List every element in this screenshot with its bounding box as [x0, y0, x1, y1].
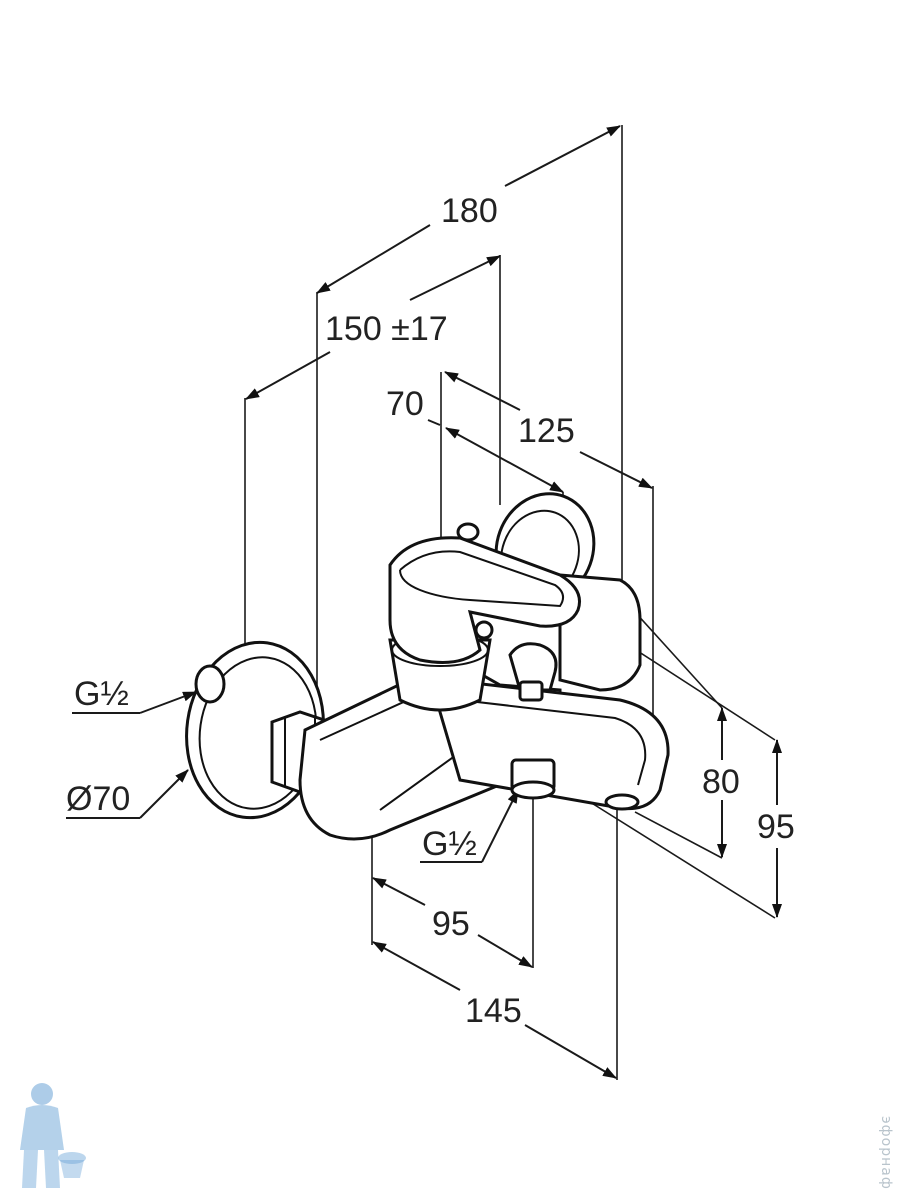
dim-180: 180: [441, 192, 498, 230]
dimension-lines: [245, 125, 782, 1079]
plumber-logo-icon: [20, 1083, 86, 1188]
diverter-knob: [508, 642, 558, 692]
callout-inlet-left: G½: [74, 675, 129, 713]
callout-outlet-bottom: G½: [422, 825, 477, 863]
dim-95-bottom: 95: [432, 905, 470, 943]
dim-145: 145: [465, 992, 522, 1030]
callout-rosette-diameter: Ø70: [66, 780, 130, 818]
dim-95-right: 95: [757, 808, 795, 846]
dim-150: 150 ±17: [325, 310, 448, 348]
watermark-text: эфорнаф: [878, 1116, 894, 1190]
callout-leaders: [66, 691, 519, 863]
dimension-labels: 180 150 ±17 70 125 80 95 95 145 G½ Ø70 G…: [66, 192, 795, 1030]
faucet-body: [185, 492, 670, 841]
dim-80: 80: [702, 763, 740, 801]
dim-70: 70: [386, 385, 424, 423]
dim-125: 125: [518, 412, 575, 450]
